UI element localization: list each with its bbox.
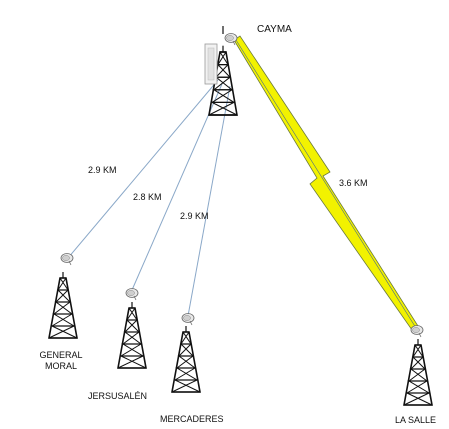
tower-label-jerusalen: JERSUSALÉN <box>88 391 148 401</box>
tower-label-general-moral: GENERAL MORAL <box>34 350 88 372</box>
tower-label-la-salle: LA SALLE <box>395 415 437 425</box>
lightning-link-icon <box>233 35 419 331</box>
tower-label-general-moral-line1: GENERAL <box>39 350 83 360</box>
tower-label-general-moral-line2: MORAL <box>44 361 77 371</box>
sector-antenna-icon <box>204 43 218 85</box>
tower-la-salle <box>403 325 433 406</box>
tower-mercaderes <box>171 313 201 393</box>
dish-antenna-icon <box>181 313 195 326</box>
tower-general-moral <box>48 253 78 339</box>
tower-label-mercaderes: MERCADERES <box>160 414 224 424</box>
distance-label-jerusalen: 2.8 KM <box>133 192 162 202</box>
distance-label-mercaderes: 2.9 KM <box>180 211 209 221</box>
distance-label-general-moral: 2.9 KM <box>88 165 117 175</box>
tower-label-cayma: CAYMA <box>257 24 292 35</box>
tower-jerusalen <box>117 288 147 369</box>
link-line-jerusalen <box>131 83 223 291</box>
dish-antenna-icon <box>224 33 238 46</box>
link-line-mercaderes <box>187 85 231 317</box>
link-lines <box>67 79 231 317</box>
dish-antenna-icon <box>410 325 424 338</box>
tower-cayma <box>204 26 238 116</box>
distance-label-la-salle: 3.6 KM <box>339 178 368 188</box>
dish-antenna-icon <box>60 253 74 266</box>
dish-antenna-icon <box>125 288 139 301</box>
link-line-general-moral <box>67 79 219 259</box>
